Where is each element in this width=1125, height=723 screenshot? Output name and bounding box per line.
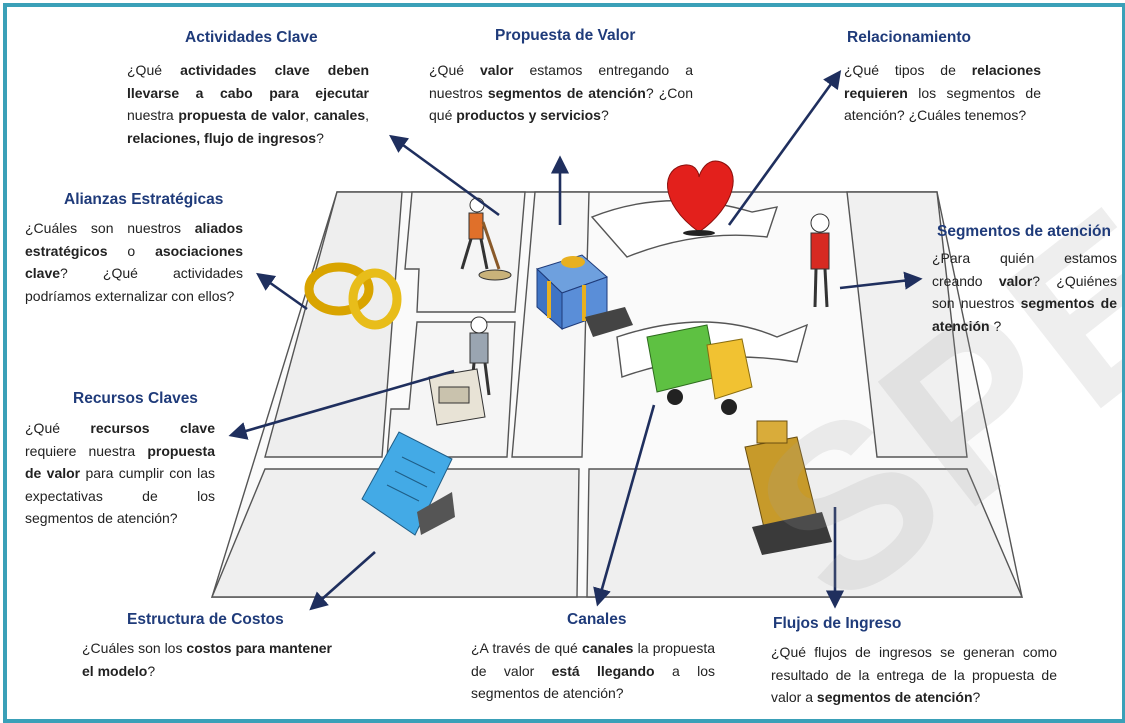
person-icon <box>810 213 830 308</box>
actividades-clave-desc: ¿Qué actividades clave deben llevarse a … <box>127 62 369 146</box>
diagram-frame: SPECIAL Actividades Clave ¿Qué actividad… <box>3 3 1125 723</box>
flujos-de-ingreso-desc: ¿Qué flujos de ingresos se generan como … <box>771 644 1057 705</box>
cash-register-icon <box>744 420 832 555</box>
alianzas-estrategicas-title: Alianzas Estratégicas <box>64 191 224 208</box>
arrow-canales <box>593 404 656 607</box>
alianzas-estrategicas-desc: ¿Cuáles son nuestros aliados estratégico… <box>25 220 243 304</box>
canales-title: Canales <box>567 611 627 628</box>
relacionamiento-desc: ¿Qué tipos de relaciones requieren los s… <box>844 62 1041 123</box>
recursos-claves-desc: ¿Qué recursos clave requiere nuestra pro… <box>25 420 215 526</box>
recursos-claves-title: Recursos Claves <box>73 390 198 407</box>
worker-machine-icon <box>428 316 491 426</box>
flujos-de-ingreso-title: Flujos de Ingreso <box>773 615 902 632</box>
heart-icon <box>667 160 734 236</box>
arrow-relacionamiento <box>727 70 842 226</box>
arrows <box>228 70 923 611</box>
truck-icon <box>646 324 753 415</box>
estructura-de-costos-desc: ¿Cuáles son los costos para mantener el … <box>82 640 332 679</box>
propuesta-de-valor-desc: ¿Qué valor estamos entregando a nuestros… <box>429 62 693 123</box>
relacionamiento-title: Relacionamiento <box>847 29 972 46</box>
actividades-clave-title: Actividades Clave <box>185 29 318 46</box>
arrow-segmentos <box>839 271 923 290</box>
canvas-illustration <box>210 70 1024 611</box>
arrow-actividades <box>389 134 500 217</box>
segmentos-de-atencion-title: Segmentos de atención <box>937 223 1111 240</box>
arrow-recursos <box>228 369 455 440</box>
estructura-de-costos-title: Estructura de Costos <box>127 611 284 628</box>
propuesta-de-valor-title: Propuesta de Valor <box>495 27 636 44</box>
gift-box-icon <box>536 254 633 337</box>
segmentos-de-atencion-desc: ¿Para quién estamos creando valor? ¿Quié… <box>932 250 1118 334</box>
rings-icon <box>304 262 402 330</box>
arrow-costos <box>309 551 376 611</box>
arrow-alianzas <box>256 272 308 311</box>
document-icon <box>361 431 455 536</box>
canales-desc: ¿A través de qué canales la propuesta de… <box>471 640 715 701</box>
